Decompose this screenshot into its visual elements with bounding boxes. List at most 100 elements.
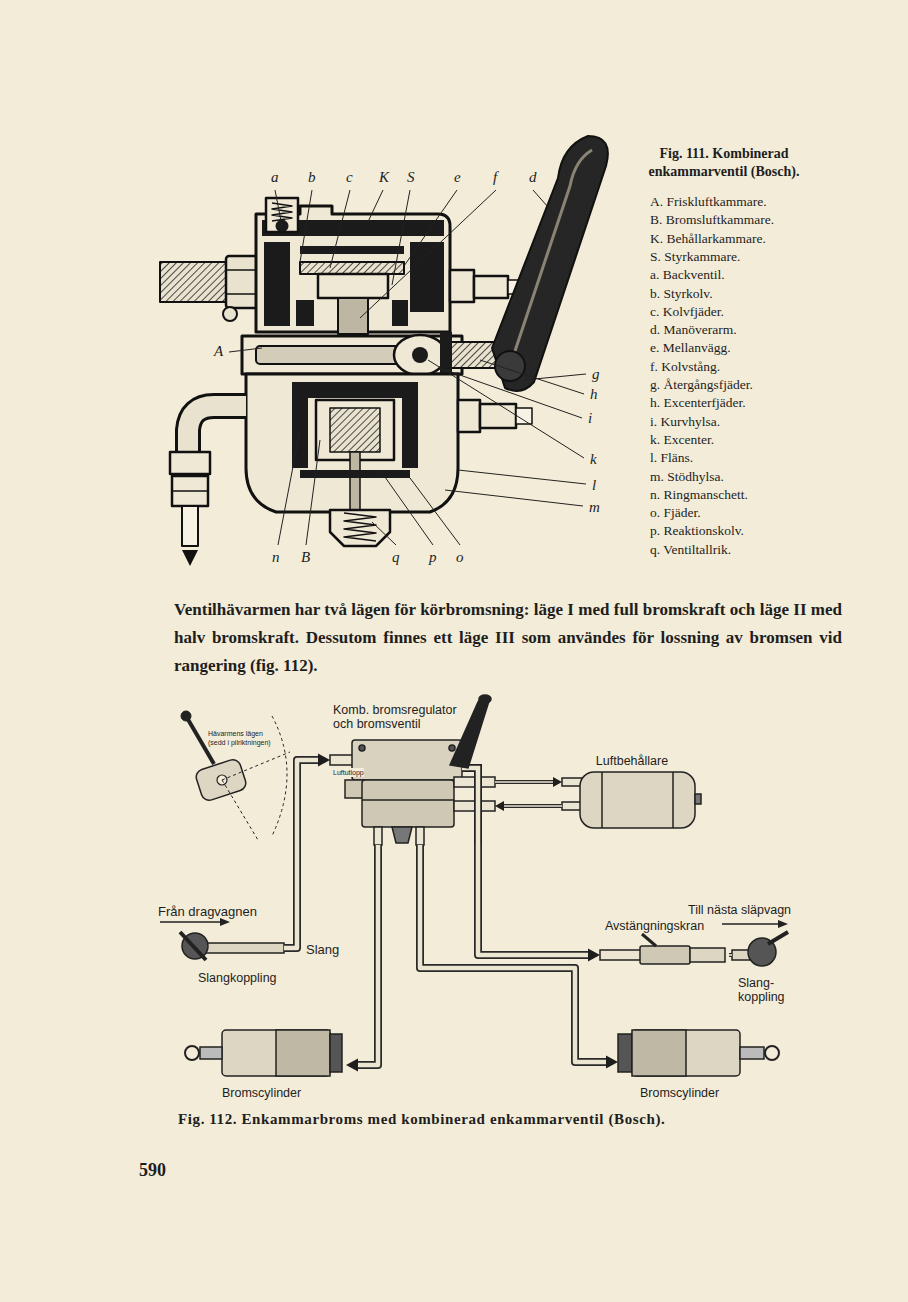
leader-lines bbox=[275, 190, 282, 226]
valve-cutaway bbox=[410, 242, 444, 312]
callout-letter: q bbox=[392, 549, 400, 566]
brake-valve bbox=[449, 745, 455, 751]
air-tank bbox=[562, 802, 582, 810]
valve-cutaway bbox=[300, 470, 410, 478]
hose-coupling bbox=[732, 932, 788, 966]
hose-coupling bbox=[768, 932, 788, 944]
leader-lines bbox=[428, 360, 584, 458]
leader-lines bbox=[229, 190, 586, 545]
valve-cutaway bbox=[188, 406, 246, 456]
legend-item: k. Excenter. bbox=[650, 432, 714, 448]
callout-letter: h bbox=[590, 386, 598, 403]
brake-valve bbox=[362, 780, 454, 827]
hose-fill bbox=[420, 845, 608, 1062]
leader-lines bbox=[372, 522, 396, 545]
leader-lines bbox=[410, 478, 460, 545]
brake-cylinder bbox=[618, 1034, 632, 1072]
callout-letter: A bbox=[214, 343, 223, 360]
valve-cutaway bbox=[512, 150, 592, 360]
callout-letter: f bbox=[493, 169, 497, 186]
valve-cutaway bbox=[492, 136, 608, 391]
hose-connector bbox=[420, 845, 618, 1069]
air-tank bbox=[562, 772, 701, 828]
valve-cutaway bbox=[242, 336, 462, 374]
brake-valve bbox=[416, 827, 424, 845]
component-label: Bromscylinder bbox=[640, 1086, 787, 1100]
callout-letter: K bbox=[379, 169, 389, 186]
valve-cutaway bbox=[412, 347, 428, 363]
valve-cutaway bbox=[172, 476, 208, 506]
callout-letter: e bbox=[454, 169, 461, 186]
brake-cylinder bbox=[185, 1030, 342, 1076]
direction-label: Till nästa släpvagn bbox=[688, 903, 791, 917]
direction-arrows bbox=[778, 920, 788, 928]
direction-arrows bbox=[220, 918, 230, 926]
valve-cutaway bbox=[350, 452, 360, 510]
valve-cutaway bbox=[296, 300, 314, 326]
valve-cutaway bbox=[344, 513, 376, 541]
callout-letter: p bbox=[429, 549, 437, 566]
callout-letter: k bbox=[590, 451, 597, 468]
hose-coupling bbox=[206, 943, 284, 953]
brake-cylinder bbox=[740, 1047, 764, 1059]
figure-caption: Fig. 112. Enkammarbroms med kombinerad e… bbox=[178, 1110, 665, 1128]
valve-cutaway bbox=[264, 242, 290, 326]
hose-outline bbox=[356, 845, 378, 1065]
leader-lines bbox=[440, 368, 582, 418]
valve-cutaway bbox=[160, 136, 608, 566]
legend-item: B. Bromsluftkammare. bbox=[650, 212, 774, 228]
shut-off-cock bbox=[600, 934, 725, 964]
legend-item: f. Kolvstång. bbox=[650, 359, 720, 375]
edge-label: Slang bbox=[306, 942, 339, 957]
hose-outline bbox=[729, 953, 732, 957]
leader-lines bbox=[366, 190, 383, 226]
leader-lines bbox=[229, 348, 262, 352]
valve-cutaway bbox=[223, 307, 237, 321]
hose-outline bbox=[502, 804, 562, 808]
hose-fill bbox=[495, 781, 555, 783]
air-tank bbox=[695, 794, 701, 804]
shut-off-cock bbox=[690, 948, 725, 962]
leader-lines bbox=[300, 190, 312, 262]
lever-inset bbox=[272, 716, 287, 836]
hose-connector bbox=[478, 845, 600, 962]
legend-item: n. Ringmanschett. bbox=[650, 487, 748, 503]
hose-connector bbox=[346, 845, 378, 1072]
arrow-head bbox=[588, 948, 600, 961]
leader-lines bbox=[445, 490, 583, 506]
valve-cutaway bbox=[182, 506, 198, 546]
direction-arrows bbox=[160, 921, 222, 922]
brake-cylinder bbox=[330, 1034, 342, 1072]
valve-cutaway bbox=[450, 270, 474, 302]
valve-cutaway bbox=[338, 298, 368, 334]
arrow-head bbox=[606, 1055, 618, 1068]
valve-cutaway bbox=[226, 256, 258, 308]
callout-letter: o bbox=[456, 549, 464, 566]
hose-fill bbox=[284, 760, 320, 948]
callout-letter: l bbox=[592, 477, 596, 494]
callout-letter: n bbox=[272, 549, 280, 566]
legend-item: S. Styrkammare. bbox=[650, 249, 740, 265]
hose-connector bbox=[495, 801, 562, 811]
arrow-head bbox=[346, 1058, 358, 1071]
leader-lines bbox=[330, 190, 350, 268]
leader-lines bbox=[533, 190, 555, 215]
brake-cylinder bbox=[618, 1030, 779, 1076]
component-node: Bromscylinder bbox=[182, 1022, 346, 1102]
component-label: Komb. bromsregulator och bromsventil bbox=[333, 703, 468, 731]
figure-caption: Fig. 111. Kombinerad enkammarventil (Bos… bbox=[640, 145, 808, 181]
hose-connector bbox=[495, 777, 562, 787]
hose-coupling bbox=[180, 932, 284, 960]
hose-connector bbox=[729, 955, 732, 956]
brake-cylinder bbox=[632, 1030, 740, 1076]
hose-connector bbox=[284, 753, 330, 948]
legend-item: i. Kurvhylsa. bbox=[650, 414, 720, 430]
valve-cutaway bbox=[480, 404, 516, 428]
brake-valve bbox=[462, 768, 478, 845]
leader-lines bbox=[380, 470, 433, 545]
callout-letter: d bbox=[529, 169, 537, 186]
brake-cylinder bbox=[185, 1046, 199, 1060]
legend-item: c. Kolvfjäder. bbox=[650, 304, 724, 320]
brake-valve bbox=[392, 827, 412, 843]
